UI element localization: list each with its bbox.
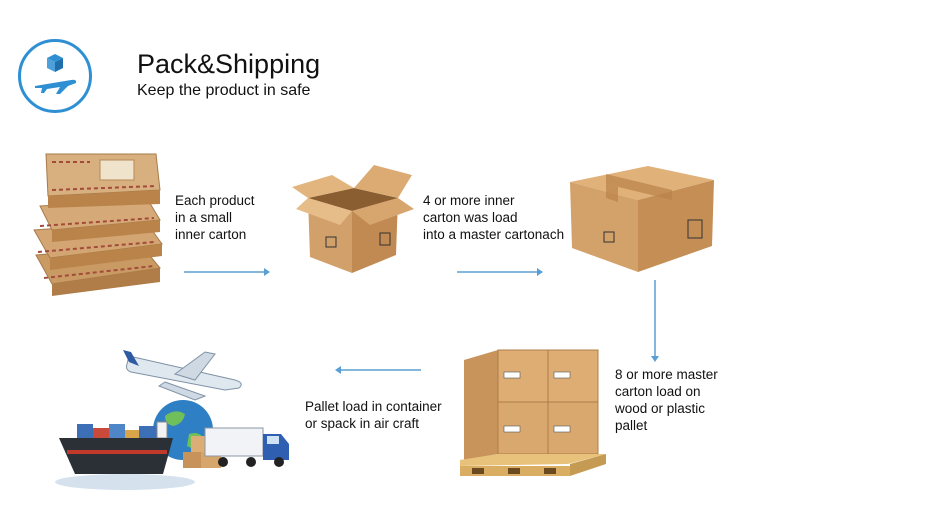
step-3-line-4: pallet: [615, 418, 648, 433]
step-4-line-1: Pallet load in container: [305, 399, 442, 414]
step-2-line-2: carton was load: [423, 210, 518, 225]
step-2-line-1: 4 or more inner: [423, 193, 515, 208]
step-3-line-2: carton load on: [615, 384, 701, 399]
logo: [18, 39, 92, 113]
open-carton-box-image: [292, 165, 414, 273]
airplane-icon: [123, 350, 242, 401]
page-title: Pack&Shipping: [137, 49, 321, 79]
step-2-text: 4 or more inner carton was load into a m…: [423, 192, 564, 243]
step-1-line-3: inner carton: [175, 227, 247, 242]
step-3-text: 8 or more master carton load on wood or …: [615, 366, 718, 434]
arrow-down-icon: [651, 280, 659, 362]
step-3-line-3: wood or plastic: [615, 401, 706, 416]
step-1-line-1: Each product: [175, 193, 255, 208]
step-4-text: Pallet load in container or spack in air…: [305, 398, 442, 432]
step-2-line-3: into a master cartonach: [423, 227, 565, 242]
step-3-line-1: 8 or more master: [615, 367, 718, 382]
page-subtitle: Keep the product in safe: [137, 82, 311, 99]
arrow-right-icon: [184, 268, 270, 276]
step-4-line-2: or spack in air craft: [305, 416, 420, 431]
step-1-line-2: in a small: [175, 210, 233, 225]
arrow-left-icon: [335, 366, 421, 374]
pallet-of-cartons-image: [460, 349, 606, 476]
sealed-master-carton-image: [570, 166, 714, 272]
ship-icon: [55, 421, 195, 490]
ship-plane-truck-globe-image: [55, 350, 289, 490]
box-airplane-icon: [35, 54, 77, 94]
arrow-right-icon: [457, 268, 543, 276]
truck-icon: [204, 427, 289, 467]
stacked-small-cartons-image: [33, 153, 163, 296]
step-1-text: Each product in a small inner carton: [175, 192, 255, 243]
